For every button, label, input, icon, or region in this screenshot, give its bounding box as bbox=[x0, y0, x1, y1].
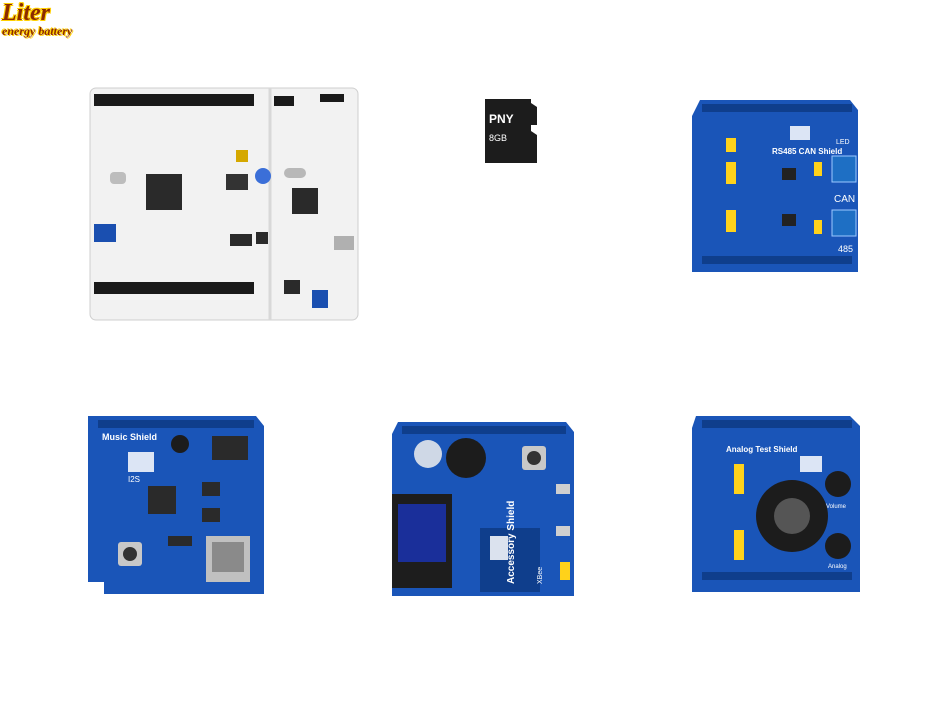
analog-analog-label: Analog bbox=[828, 564, 847, 570]
analog-title: Analog Test Shield bbox=[726, 445, 798, 454]
watermark-line2: energy battery bbox=[2, 24, 73, 38]
watermark-line1: Liter bbox=[2, 0, 50, 26]
music-title: Music Shield bbox=[102, 432, 157, 442]
waveshare-logo-icon bbox=[128, 452, 154, 472]
music-i2s-label: I2S bbox=[128, 475, 140, 484]
rs485-485-label: 485 bbox=[838, 244, 853, 254]
rs485-title: RS485 CAN Shield bbox=[772, 147, 842, 156]
sd-brand: PNY bbox=[489, 112, 514, 126]
waveshare-logo-icon bbox=[490, 536, 508, 560]
rs485-can-label: CAN bbox=[834, 194, 855, 205]
music-shield: Music Shield I2S bbox=[88, 416, 264, 594]
watermark-logo: Liter energy battery bbox=[2, 0, 102, 42]
rs485-can-shield: RS485 CAN Shield CAN 485 LED bbox=[692, 100, 858, 272]
analog-volume-label: Volume bbox=[826, 504, 847, 510]
sd-capacity: 8GB bbox=[489, 133, 507, 143]
accessory-xbee-label: XBee bbox=[537, 567, 544, 584]
waveshare-logo-icon bbox=[790, 126, 810, 140]
nucleo-board bbox=[89, 87, 359, 321]
accessory-title: Accessory Shield bbox=[506, 501, 517, 584]
rs485-led-label: LED bbox=[836, 139, 850, 146]
microsd-card: PNY 8GB bbox=[485, 99, 537, 163]
st-logo-icon bbox=[94, 224, 328, 308]
waveshare-logo-icon bbox=[800, 456, 822, 472]
accessory-shield: Accessory Shield XBee bbox=[392, 422, 574, 596]
analog-test-shield: Analog Test Shield Volume Analog bbox=[692, 416, 860, 592]
